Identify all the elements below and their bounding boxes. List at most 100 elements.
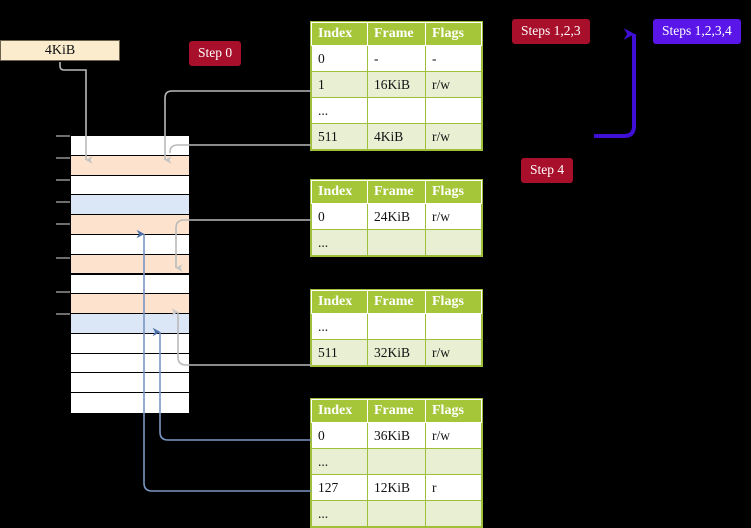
column-header-flags: Flags (425, 22, 482, 46)
memory-grid-row (71, 155, 189, 176)
cell-frame (367, 313, 426, 340)
step0-label: Step 0 (198, 45, 233, 60)
cell-flags (425, 97, 482, 124)
memory-block-label: 4KiB (44, 42, 76, 58)
column-header-frame: Frame (367, 399, 426, 423)
memory-grid-row (71, 294, 189, 315)
memory-grid-row (71, 353, 189, 374)
memory-grid-row (71, 175, 189, 196)
cell-flags (425, 229, 482, 256)
cell-flags: - (425, 45, 482, 72)
column-header-frame: Frame (367, 22, 426, 46)
table-row: ... (311, 229, 482, 256)
cell-frame: 32KiB (367, 339, 426, 366)
cell-index: 511 (311, 339, 368, 366)
cell-flags: r (425, 474, 482, 501)
cell-frame: 36KiB (367, 422, 426, 449)
column-header-frame: Frame (367, 180, 426, 204)
cell-index: ... (311, 313, 368, 340)
memory-grid-row (71, 254, 189, 275)
cell-frame (367, 97, 426, 124)
table-header-row: Index Frame Flags (311, 290, 482, 314)
cell-frame (367, 500, 426, 527)
table-header-row: Index Frame Flags (311, 399, 482, 423)
column-header-index: Index (311, 180, 368, 204)
memory-grid-row (71, 274, 189, 295)
cell-frame (367, 229, 426, 256)
steps-loop-arrow (594, 28, 636, 138)
column-header-index: Index (311, 399, 368, 423)
column-header-flags: Flags (425, 180, 482, 204)
cell-index: 1 (311, 71, 368, 98)
steps123-badge: Steps 1,2,3 (512, 19, 590, 44)
cell-frame: 4KiB (367, 123, 426, 150)
memory-grid-row (71, 215, 189, 235)
steps1234-badge: Steps 1,2,3,4 (653, 19, 741, 44)
physical-memory-grid (70, 135, 190, 414)
cell-flags (425, 448, 482, 475)
cell-flags (425, 313, 482, 340)
table-header-row: Index Frame Flags (311, 22, 482, 46)
cell-flags: r/w (425, 203, 482, 230)
cell-flags (425, 500, 482, 527)
cell-flags: r/w (425, 71, 482, 98)
cell-index: 0 (311, 203, 368, 230)
cell-frame: 24KiB (367, 203, 426, 230)
cell-flags: r/w (425, 123, 482, 150)
table-row: ... (311, 313, 482, 340)
cell-index: ... (311, 500, 368, 527)
cell-index: 0 (311, 422, 368, 449)
wire-pd-row511-to-grid (171, 308, 311, 366)
column-header-index: Index (311, 290, 368, 314)
cell-frame: 16KiB (367, 71, 426, 98)
table-row: ... (311, 448, 482, 475)
cell-frame: - (367, 45, 426, 72)
steps1234-label: Steps 1,2,3,4 (662, 23, 732, 38)
column-header-frame: Frame (367, 290, 426, 314)
cell-frame (367, 448, 426, 475)
cell-index: ... (311, 97, 368, 124)
memory-grid-row (71, 333, 189, 354)
steps123-label: Steps 1,2,3 (521, 23, 581, 38)
cell-flags: r/w (425, 339, 482, 366)
grid-tick-marks (56, 135, 70, 315)
table-header-row: Index Frame Flags (311, 180, 482, 204)
cell-index: 511 (311, 123, 368, 150)
memory-grid-row (71, 195, 189, 216)
column-header-index: Index (311, 22, 368, 46)
cell-index: ... (311, 448, 368, 475)
cell-frame: 12KiB (367, 474, 426, 501)
table-row: ... (311, 97, 482, 124)
step4-label: Step 4 (530, 162, 565, 177)
wire-pdpt-row0-to-grid (175, 219, 311, 272)
column-header-flags: Flags (425, 290, 482, 314)
step0-badge: Step 0 (189, 41, 242, 66)
cell-index: 127 (311, 474, 368, 501)
memory-grid-row (71, 234, 189, 255)
cell-index: ... (311, 229, 368, 256)
table-row: ... (311, 500, 482, 527)
cell-flags: r/w (425, 422, 482, 449)
step4-badge: Step 4 (521, 158, 574, 183)
table-row: 0-- (311, 45, 482, 72)
memory-grid-row (71, 393, 189, 413)
memory-grid-row (71, 136, 189, 156)
cell-index: 0 (311, 45, 368, 72)
column-header-flags: Flags (425, 399, 482, 423)
memory-grid-row (71, 373, 189, 394)
